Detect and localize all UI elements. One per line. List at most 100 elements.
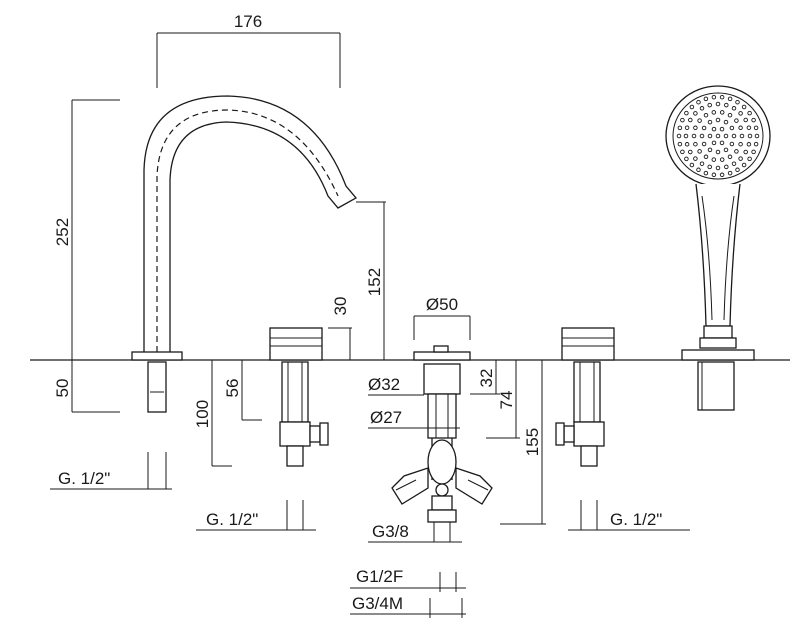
nozzle-dot (741, 104, 747, 110)
nozzle-dot (696, 167, 701, 173)
dim-inlet-female: G1/2F (350, 567, 466, 592)
left-valve (269, 327, 329, 467)
nozzle-dot (747, 110, 752, 116)
nozzle-dot (753, 141, 759, 147)
nozzle-dot (731, 133, 737, 139)
nozzle-dot (751, 117, 756, 123)
nozzle-dot (746, 125, 752, 130)
diverter-74-label: 74 (497, 391, 516, 410)
shower-head (665, 85, 771, 187)
dim-handle-height: 30 (328, 297, 352, 360)
nozzle-dot (688, 149, 693, 155)
nozzle-dot (751, 149, 756, 155)
nozzle-dot (739, 133, 745, 139)
valve-shank-label: 56 (223, 379, 242, 398)
diverter-50-label: Ø50 (426, 295, 458, 314)
nozzle-dot (701, 125, 707, 131)
nozzle-dot (699, 133, 705, 139)
nozzle-dot (711, 157, 717, 162)
dim-diverter-outlet: G3/8 (368, 522, 462, 543)
dim-diverter-32: Ø32 (368, 375, 424, 396)
nozzle-dot (743, 117, 748, 123)
nozzle-dot (691, 133, 697, 139)
nozzle-dot (684, 125, 690, 130)
nozzle-dot (693, 125, 698, 131)
nozzle-dot (719, 157, 725, 162)
nozzle-dot (731, 161, 737, 166)
shower-nozzles (676, 94, 760, 178)
nozzle-dot (735, 99, 740, 105)
nozzle-dot (707, 119, 713, 125)
nozzle-dot (747, 133, 753, 139)
left-valve-handle (269, 327, 323, 361)
nozzle-dot (701, 141, 707, 147)
spout-thread-label: G. 1/2" (58, 469, 110, 488)
nozzle-dot (684, 156, 689, 162)
nozzle-dot (734, 118, 739, 123)
dim-outlet-height: 152 (356, 201, 386, 360)
nozzle-dot (699, 106, 705, 111)
nozzle-dot (715, 149, 721, 155)
nozzle-dot (707, 102, 712, 108)
dim-diverter-50: Ø50 (413, 295, 471, 340)
nozzle-dot (711, 126, 717, 132)
right-valve-thread-label: G. 1/2" (610, 510, 662, 529)
right-valve (555, 327, 615, 467)
handle-height-label: 30 (331, 297, 350, 316)
nozzle-dot (727, 170, 733, 176)
nozzle-dot (707, 133, 713, 139)
nozzle-dot (753, 125, 759, 131)
nozzle-dot (707, 147, 713, 153)
nozzle-dot (711, 140, 717, 146)
nozzle-dot (715, 133, 721, 139)
spout (131, 95, 358, 413)
inlet-male-label: G3/4M (352, 594, 403, 613)
diverter-outlet-label: G3/8 (372, 522, 409, 541)
nozzle-dot (724, 164, 729, 170)
left-valve-thread-label: G. 1/2" (206, 510, 258, 529)
nozzle-dot (738, 141, 743, 147)
nozzle-dot (738, 156, 743, 161)
nozzle-dot (754, 133, 760, 139)
nozzle-dot (684, 110, 689, 116)
nozzle-dot (683, 133, 689, 139)
nozzle-dot (703, 154, 709, 160)
dim-spout-thread: G. 1/2" (50, 452, 172, 490)
diverter-left-arm (391, 467, 429, 505)
nozzle-dot (719, 140, 725, 146)
dim-right-valve-thread: G. 1/2" (568, 500, 690, 531)
diverter-top (413, 351, 471, 361)
valve-total-label: 100 (193, 400, 212, 428)
outlet-height-label: 152 (365, 268, 384, 296)
dim-inlet-male: G3/4M (350, 594, 466, 618)
nozzle-dot (719, 110, 725, 115)
nozzle-dot (715, 165, 721, 171)
spout-shank (147, 361, 167, 413)
dim-diverter-74: 74 (486, 360, 520, 439)
dim-valve-shank: 56 (223, 360, 262, 421)
nozzle-dot (741, 162, 747, 168)
nozzle-dot (711, 94, 717, 100)
nozzle-dot (743, 149, 748, 155)
dim-left-valve-thread: G. 1/2" (196, 500, 316, 531)
spout-reach-label: 176 (234, 12, 262, 31)
nozzle-dot (697, 149, 702, 154)
diverter-32-label: Ø32 (368, 375, 400, 394)
nozzle-dot (676, 133, 682, 139)
nozzle-dot (719, 126, 725, 132)
nozzle-dot (703, 112, 709, 118)
nozzle-dot (684, 142, 690, 147)
nozzle-dot (719, 172, 725, 178)
dim-spout-reach: 176 (156, 12, 341, 88)
diverter-32-height-label: 32 (477, 369, 496, 388)
dim-spout-height: 252 (53, 99, 120, 360)
nozzle-dot (724, 102, 729, 108)
nozzle-dot (715, 101, 721, 107)
nozzle-dot (697, 118, 702, 123)
nozzle-dot (703, 96, 709, 102)
nozzle-dot (711, 110, 717, 115)
shower-holder-base (681, 349, 755, 361)
diverter-155-label: 155 (523, 428, 542, 456)
spout-base (131, 351, 183, 361)
